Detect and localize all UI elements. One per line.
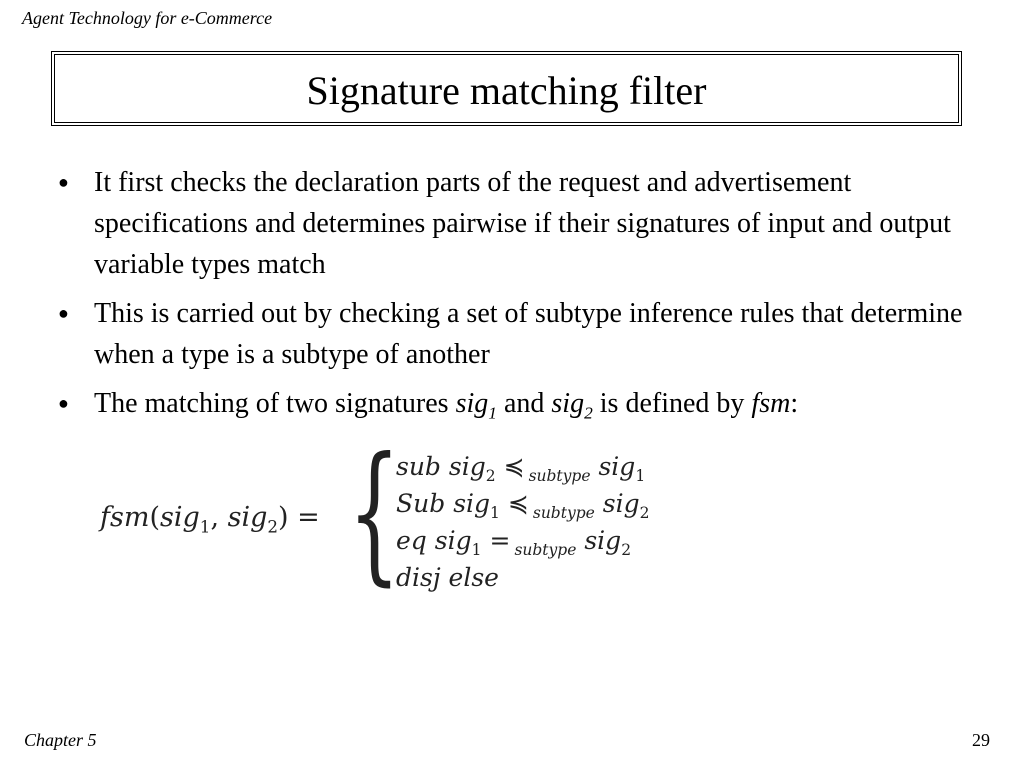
bullet-dot-icon: ●	[58, 172, 69, 192]
bullet-dot-icon: ●	[58, 393, 69, 413]
title-frame: Signature matching filter	[51, 51, 962, 126]
bullet-list: ● It first checks the declaration parts …	[58, 162, 978, 442]
bullet-text: This is carried out by checking a set of…	[94, 298, 963, 370]
bullet-item: ● This is carried out by checking a set …	[58, 293, 978, 375]
bullet-dot-icon: ●	[58, 303, 69, 323]
sig1-term: sig1	[455, 388, 497, 423]
footer-page-number: 29	[972, 730, 990, 750]
case-row: sub sig2≼subtype sig1	[396, 452, 646, 485]
bullet-text: It first checks the declaration parts of…	[94, 167, 951, 280]
bullet-item: ● The matching of two signatures sig1 an…	[58, 383, 978, 434]
bullet-item: ● It first checks the declaration parts …	[58, 162, 978, 285]
bullet-text: The matching of two signatures sig1 and …	[94, 388, 799, 423]
fsm-formula: fsm(sig1, sig2) = { sub sig2≼subtype sig…	[100, 438, 720, 604]
fsm-term: fsm	[751, 388, 791, 419]
formula-lhs: fsm(sig1, sig2) =	[100, 502, 320, 537]
footer-chapter: Chapter 5	[24, 730, 97, 750]
slide-title: Signature matching filter	[306, 67, 707, 113]
case-row: eq sig1=subtype sig2	[396, 526, 632, 559]
header-text: Agent Technology for e-Commerce	[22, 8, 273, 28]
sig2-term: sig2	[551, 388, 593, 423]
case-row: Sub sig1≼subtype sig2	[396, 489, 650, 522]
formula-cases: sub sig2≼subtype sig1 Sub sig1≼subtype s…	[396, 448, 649, 596]
case-row: disj else	[396, 563, 499, 592]
left-brace-icon: {	[348, 426, 401, 600]
